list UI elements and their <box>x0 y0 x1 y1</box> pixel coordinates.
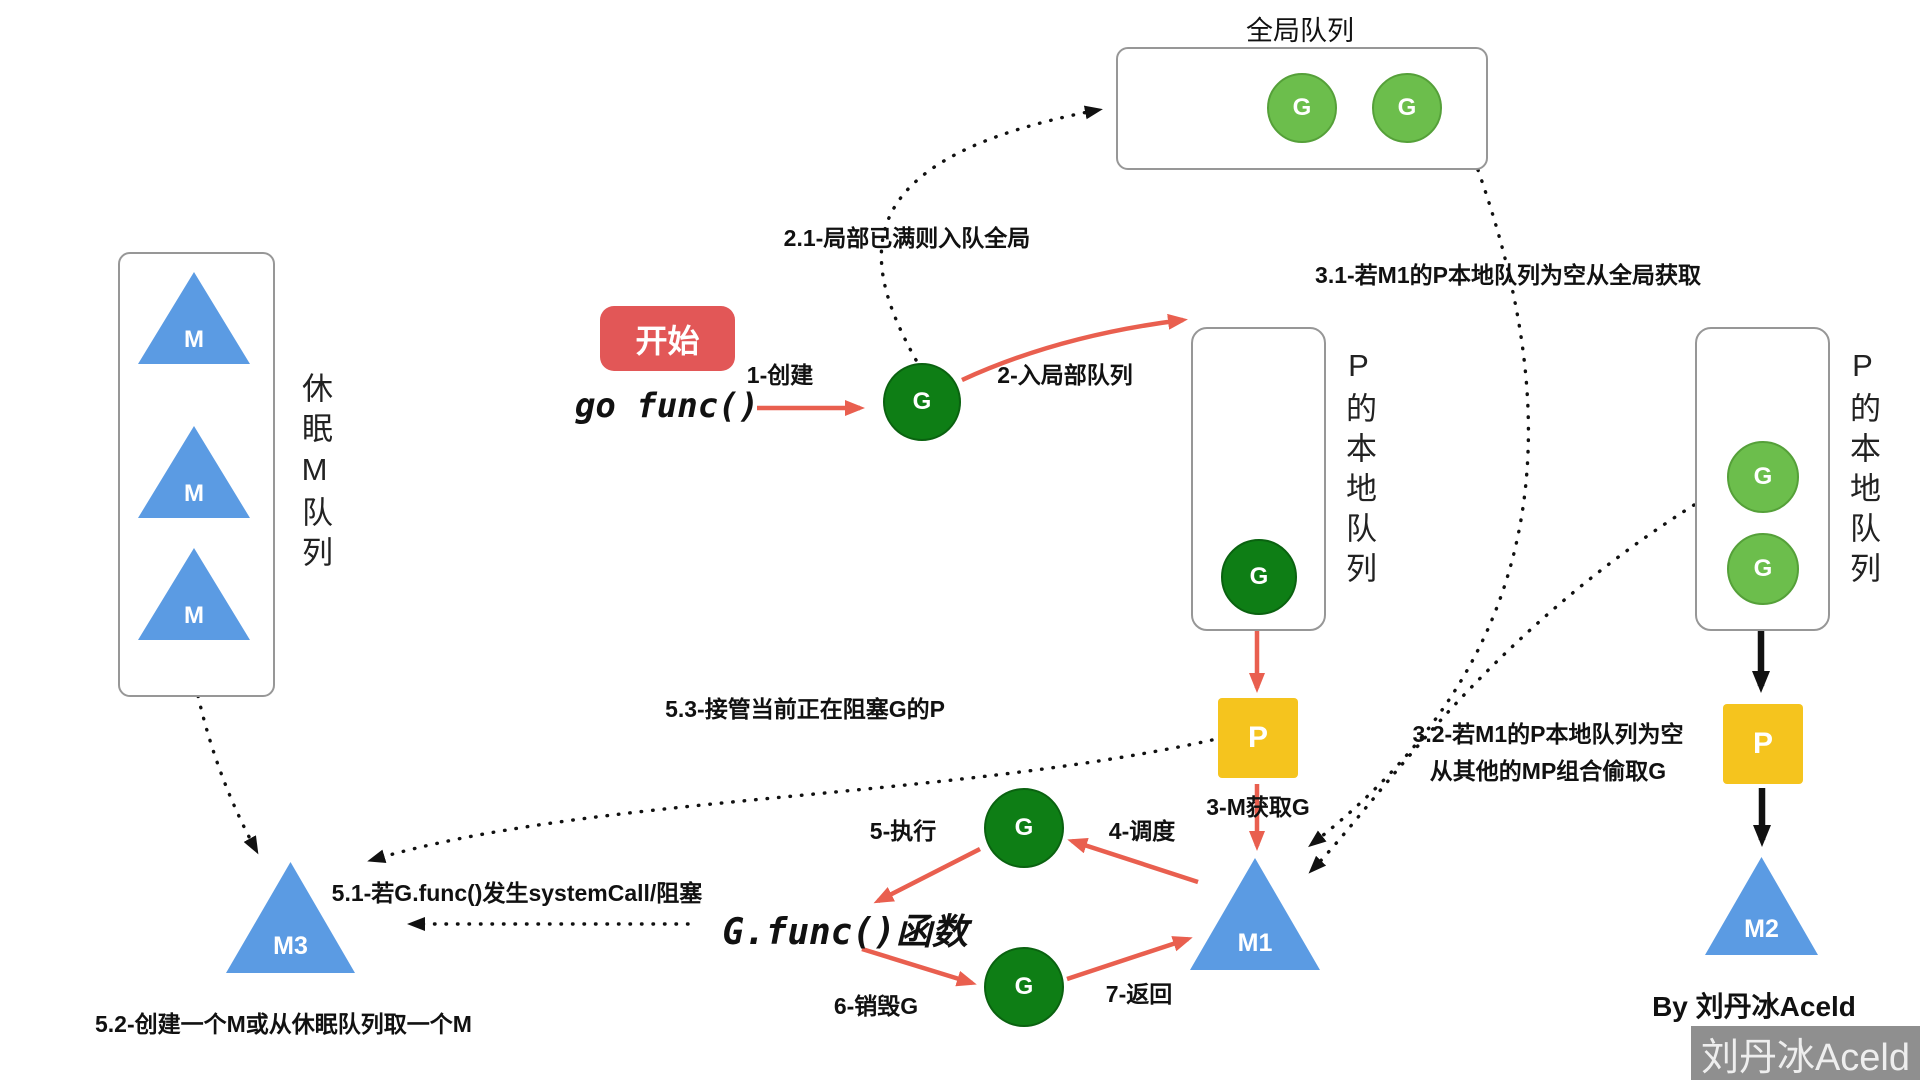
arrow-execute <box>873 846 982 904</box>
machine-label: M <box>184 326 204 353</box>
machine-label: M2 <box>1744 915 1779 943</box>
step-3-2-label: 3.2-若M1的P本地队列为空 从其他的MP组合偷取G <box>1413 716 1684 790</box>
step-3-2-line1: 3.2-若M1的P本地队列为空 <box>1412 721 1684 747</box>
gfunc-function-label: G.func()函数 <box>722 912 968 953</box>
go-func-code: go func() <box>574 386 760 426</box>
step-1-label: 1-创建 <box>746 362 814 388</box>
goroutine-global-2: G <box>1372 73 1442 143</box>
arrow-enqueue-local <box>961 313 1188 383</box>
machine-label: M3 <box>273 932 308 960</box>
step-3-2-line2: 从其他的MP组合偷取G <box>1429 758 1667 784</box>
arrow-sleepqueue-to-m3 <box>196 694 259 855</box>
step-4-label: 4-调度 <box>1108 818 1176 844</box>
step-7-label: 7-返回 <box>1105 981 1173 1007</box>
machine-label: M <box>184 602 204 629</box>
processor-p-right: P <box>1723 704 1803 784</box>
sleeping-m-queue-label: 休眠M队列 <box>297 372 332 576</box>
author-credit: By 刘丹冰Aceld <box>1652 991 1856 1022</box>
arrow-steal-to-m1 <box>1308 503 1696 874</box>
machine-label: M1 <box>1237 929 1273 957</box>
p-local-queue-mid-label: P的本地队列 <box>1341 348 1376 592</box>
step-2-label: 2-入局部队列 <box>997 362 1133 388</box>
global-queue-title: 全局队列 <box>1246 16 1354 46</box>
step-2-1-label: 2.1-局部已满则入队全局 <box>783 225 1031 251</box>
step-3-label: 3-M获取G <box>1206 794 1310 820</box>
step-5-2-label: 5.2-创建一个M或从休眠队列取一个M <box>95 1011 472 1037</box>
step-3-1-label: 3.1-若M1的P本地队列为空从全局获取 <box>1315 262 1701 288</box>
arrow-destroy <box>861 946 977 987</box>
step-5-label: 5-执行 <box>869 818 937 844</box>
step-5-1-label: 5.1-若G.func()发生systemCall/阻塞 <box>331 880 703 906</box>
arrow-schedule <box>1067 838 1199 885</box>
p-local-queue-right-label: P的本地队列 <box>1845 348 1880 592</box>
goroutine-in-mid-queue: G <box>1221 539 1297 615</box>
arrow-takeover-p <box>367 738 1214 864</box>
step-5-3-label: 5.3-接管当前正在阻塞G的P <box>665 696 945 722</box>
arrow-global-to-m1 <box>1308 168 1531 848</box>
goroutine-right-2: G <box>1727 533 1799 605</box>
watermark: 刘丹冰Aceld <box>1690 1026 1920 1080</box>
goroutine-created: G <box>883 363 961 441</box>
goroutine-right-1: G <box>1727 441 1799 513</box>
step-6-label: 6-销毁G <box>833 993 919 1019</box>
arrow-overflow-to-global <box>879 105 1103 362</box>
arrow-return <box>1066 936 1193 982</box>
goroutine-running: G <box>984 788 1064 868</box>
machine-label: M <box>184 480 204 507</box>
goroutine-global-1: G <box>1267 73 1337 143</box>
processor-p-mid: P <box>1218 698 1298 778</box>
start-node: 开始 <box>600 306 735 371</box>
goroutine-destroyed: G <box>984 947 1064 1027</box>
